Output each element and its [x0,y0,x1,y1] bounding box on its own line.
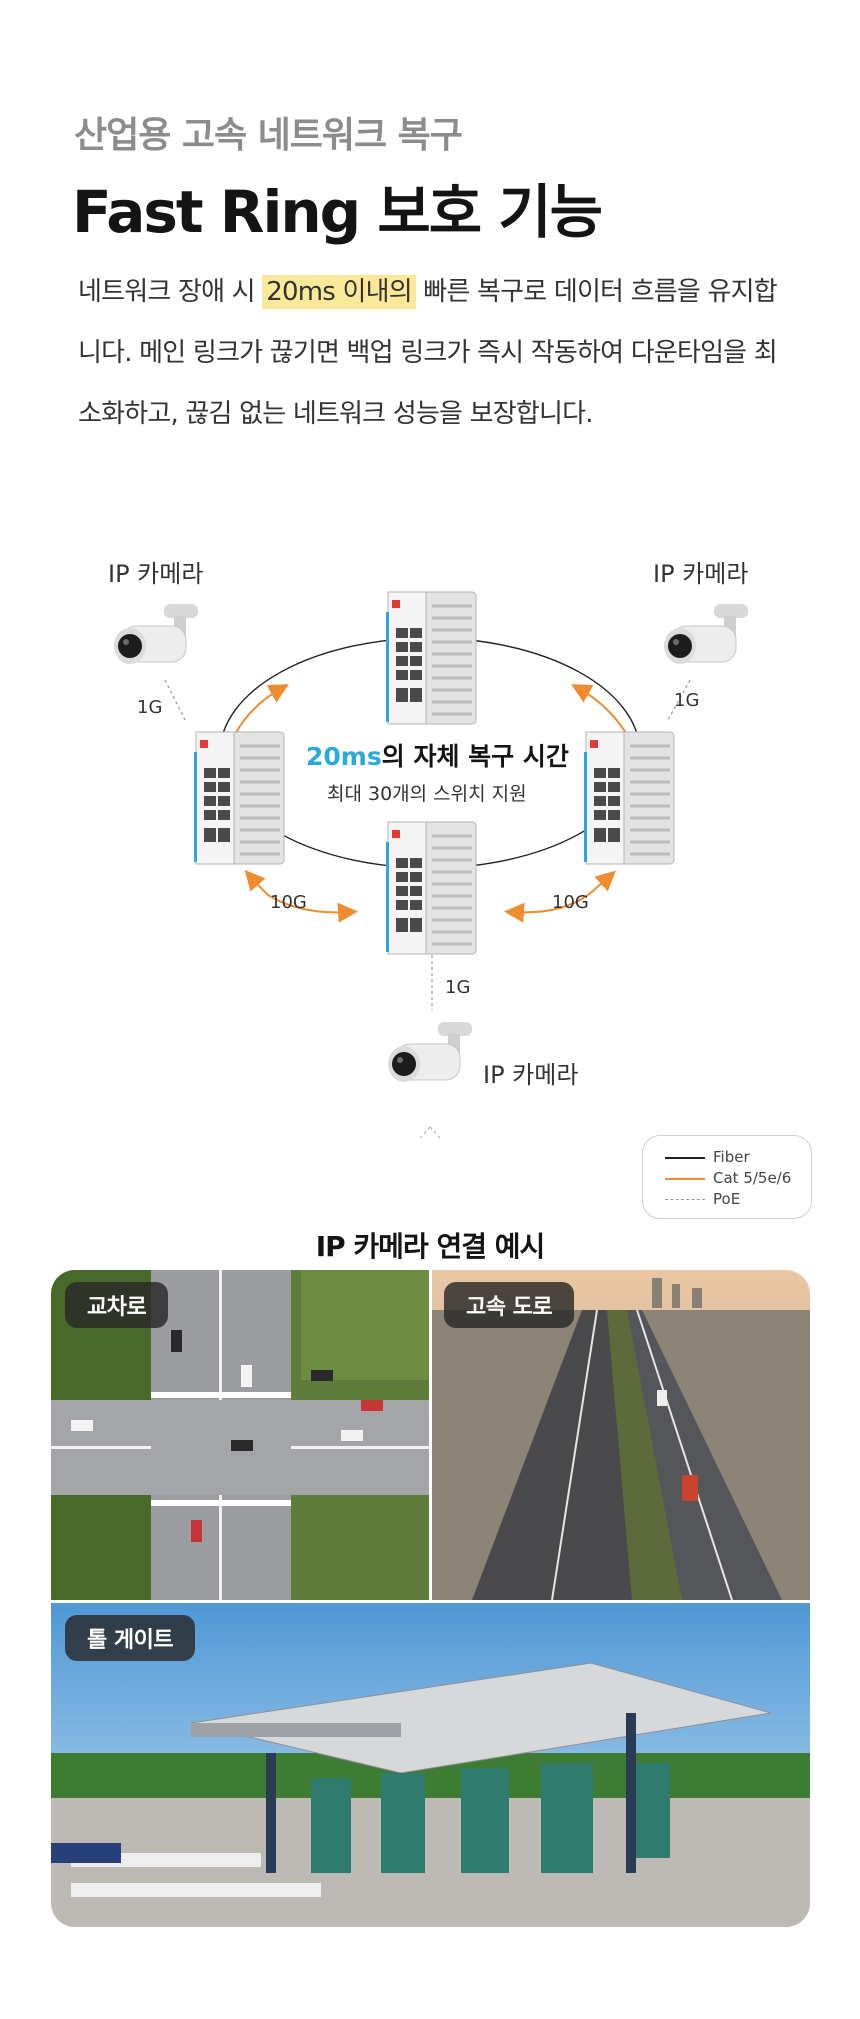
link-label-1g-right: 1G [674,690,699,711]
intersection-photo: 교차로 [51,1270,429,1600]
link-label-1g-left: 1G [137,697,162,718]
recovery-arrow [504,894,589,923]
switch-support-text: 최대 30개의 스위치 지원 [327,783,527,805]
description: 네트워크 장애 시 20ms 이내의 빠른 복구로 데이터 흐름을 유지합니다.… [78,262,778,445]
recovery-time-value: 20ms [306,742,382,771]
highway-tag: 고속 도로 [444,1282,575,1328]
legend-fiber: Fiber [665,1148,750,1166]
switch-left [192,730,286,866]
examples-photos: 교차로 고속 도로 [51,1270,810,1927]
legend: Fiber Cat 5/5e/6 PoE [642,1135,812,1219]
camera-label-left: IP 카메라 [108,560,203,588]
ip-camera-bottom [387,1021,473,1083]
link-label-10g-right: 10G [552,892,589,913]
poe-link [667,679,691,721]
intersection-tag: 교차로 [65,1282,169,1328]
recovery-time-title: 20ms의 자체 복구 시간 [306,742,569,771]
tollgate-photo: 톨 게이트 [51,1603,810,1927]
link-label-10g-left: 10G [270,892,307,913]
fast-ring-diagram: IP 카메라 IP 카메라 IP 카메라 1G 1G 1G 10G 10G 20… [108,560,749,1140]
link-label-1g-bottom: 1G [445,977,470,998]
switch-right [582,730,676,866]
description-text-2: 빠른 복구로 데이터 흐름을 유지합니다. 메인 링크가 끊기면 백업 링크가 … [78,277,778,429]
section-title: Fast Ring 보호 기능 [72,178,603,246]
legend-poe: PoE [665,1190,740,1208]
ip-camera-right [663,603,749,665]
description-text-1: 네트워크 장애 시 [78,277,263,307]
recovery-arrow [244,870,269,896]
tollgate-tag: 톨 게이트 [65,1615,196,1661]
highway-photo: 고속 도로 [432,1270,810,1600]
description-highlight: 20ms 이내의 [262,275,416,309]
examples-title: IP 카메라 연결 예시 [315,1230,546,1263]
recovery-arrow [267,894,358,923]
ip-camera-left [113,603,199,665]
camera-label-bottom: IP 카메라 [483,1061,578,1089]
switch-top [384,590,478,726]
legend-cat: Cat 5/5e/6 [665,1169,791,1187]
section-subtitle: 산업용 고속 네트워크 복구 [74,115,463,156]
recovery-time-rest: 의 자체 복구 시간 [382,742,569,771]
camera-label-right: IP 카메라 [653,560,748,588]
poe-link [164,679,186,721]
recovery-arrow [587,870,616,896]
switch-bottom [384,820,478,956]
